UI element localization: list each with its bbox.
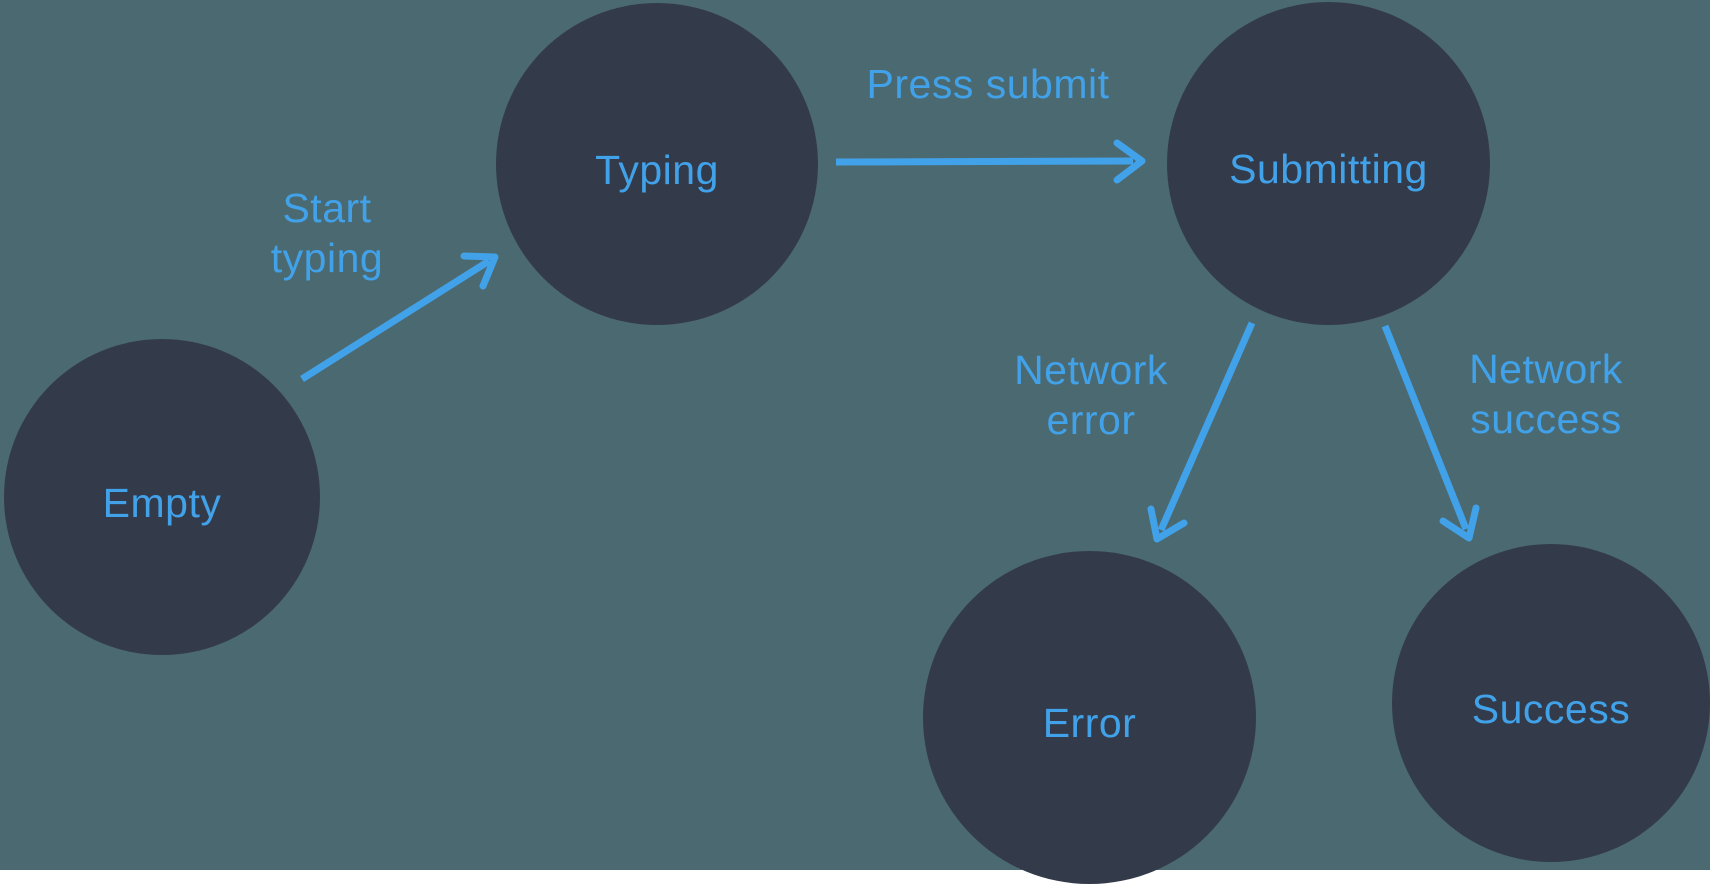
edge-label-line: Press submit [866,61,1110,107]
edge-arrow-press-submit [835,139,1146,184]
arrow-head-icon [1147,505,1188,543]
arrow-head-icon [1113,139,1146,184]
arrow-head-icon [1439,504,1480,542]
state-node-label: Typing [595,146,719,193]
edge-label-line: Network [1469,346,1623,392]
edge-label-line: success [1470,396,1622,442]
state-node-label: Empty [102,479,222,526]
state-node-empty: Empty [4,339,320,655]
state-node-success: Success [1392,544,1710,862]
edge-label-line: Network [1014,347,1168,393]
state-node-label: Error [1042,700,1137,746]
edge-label-press-submit: Press submit [818,59,1158,109]
state-node-label: Success [1471,685,1631,732]
edge-label-line: Start [282,185,372,231]
edge-label-network-error: Network error [941,345,1241,445]
edge-label-start-typing: Start typing [177,183,477,283]
edge-label-line: typing [270,235,384,281]
state-node-label: Submitting [1229,146,1428,192]
edge-label-network-success: Network success [1396,344,1696,444]
state-node-typing: Typing [496,3,818,325]
edge-label-line: error [1046,397,1136,443]
arrow-line [835,157,1134,166]
state-node-submitting: Submitting [1167,2,1490,325]
state-node-error: Error [923,551,1256,884]
